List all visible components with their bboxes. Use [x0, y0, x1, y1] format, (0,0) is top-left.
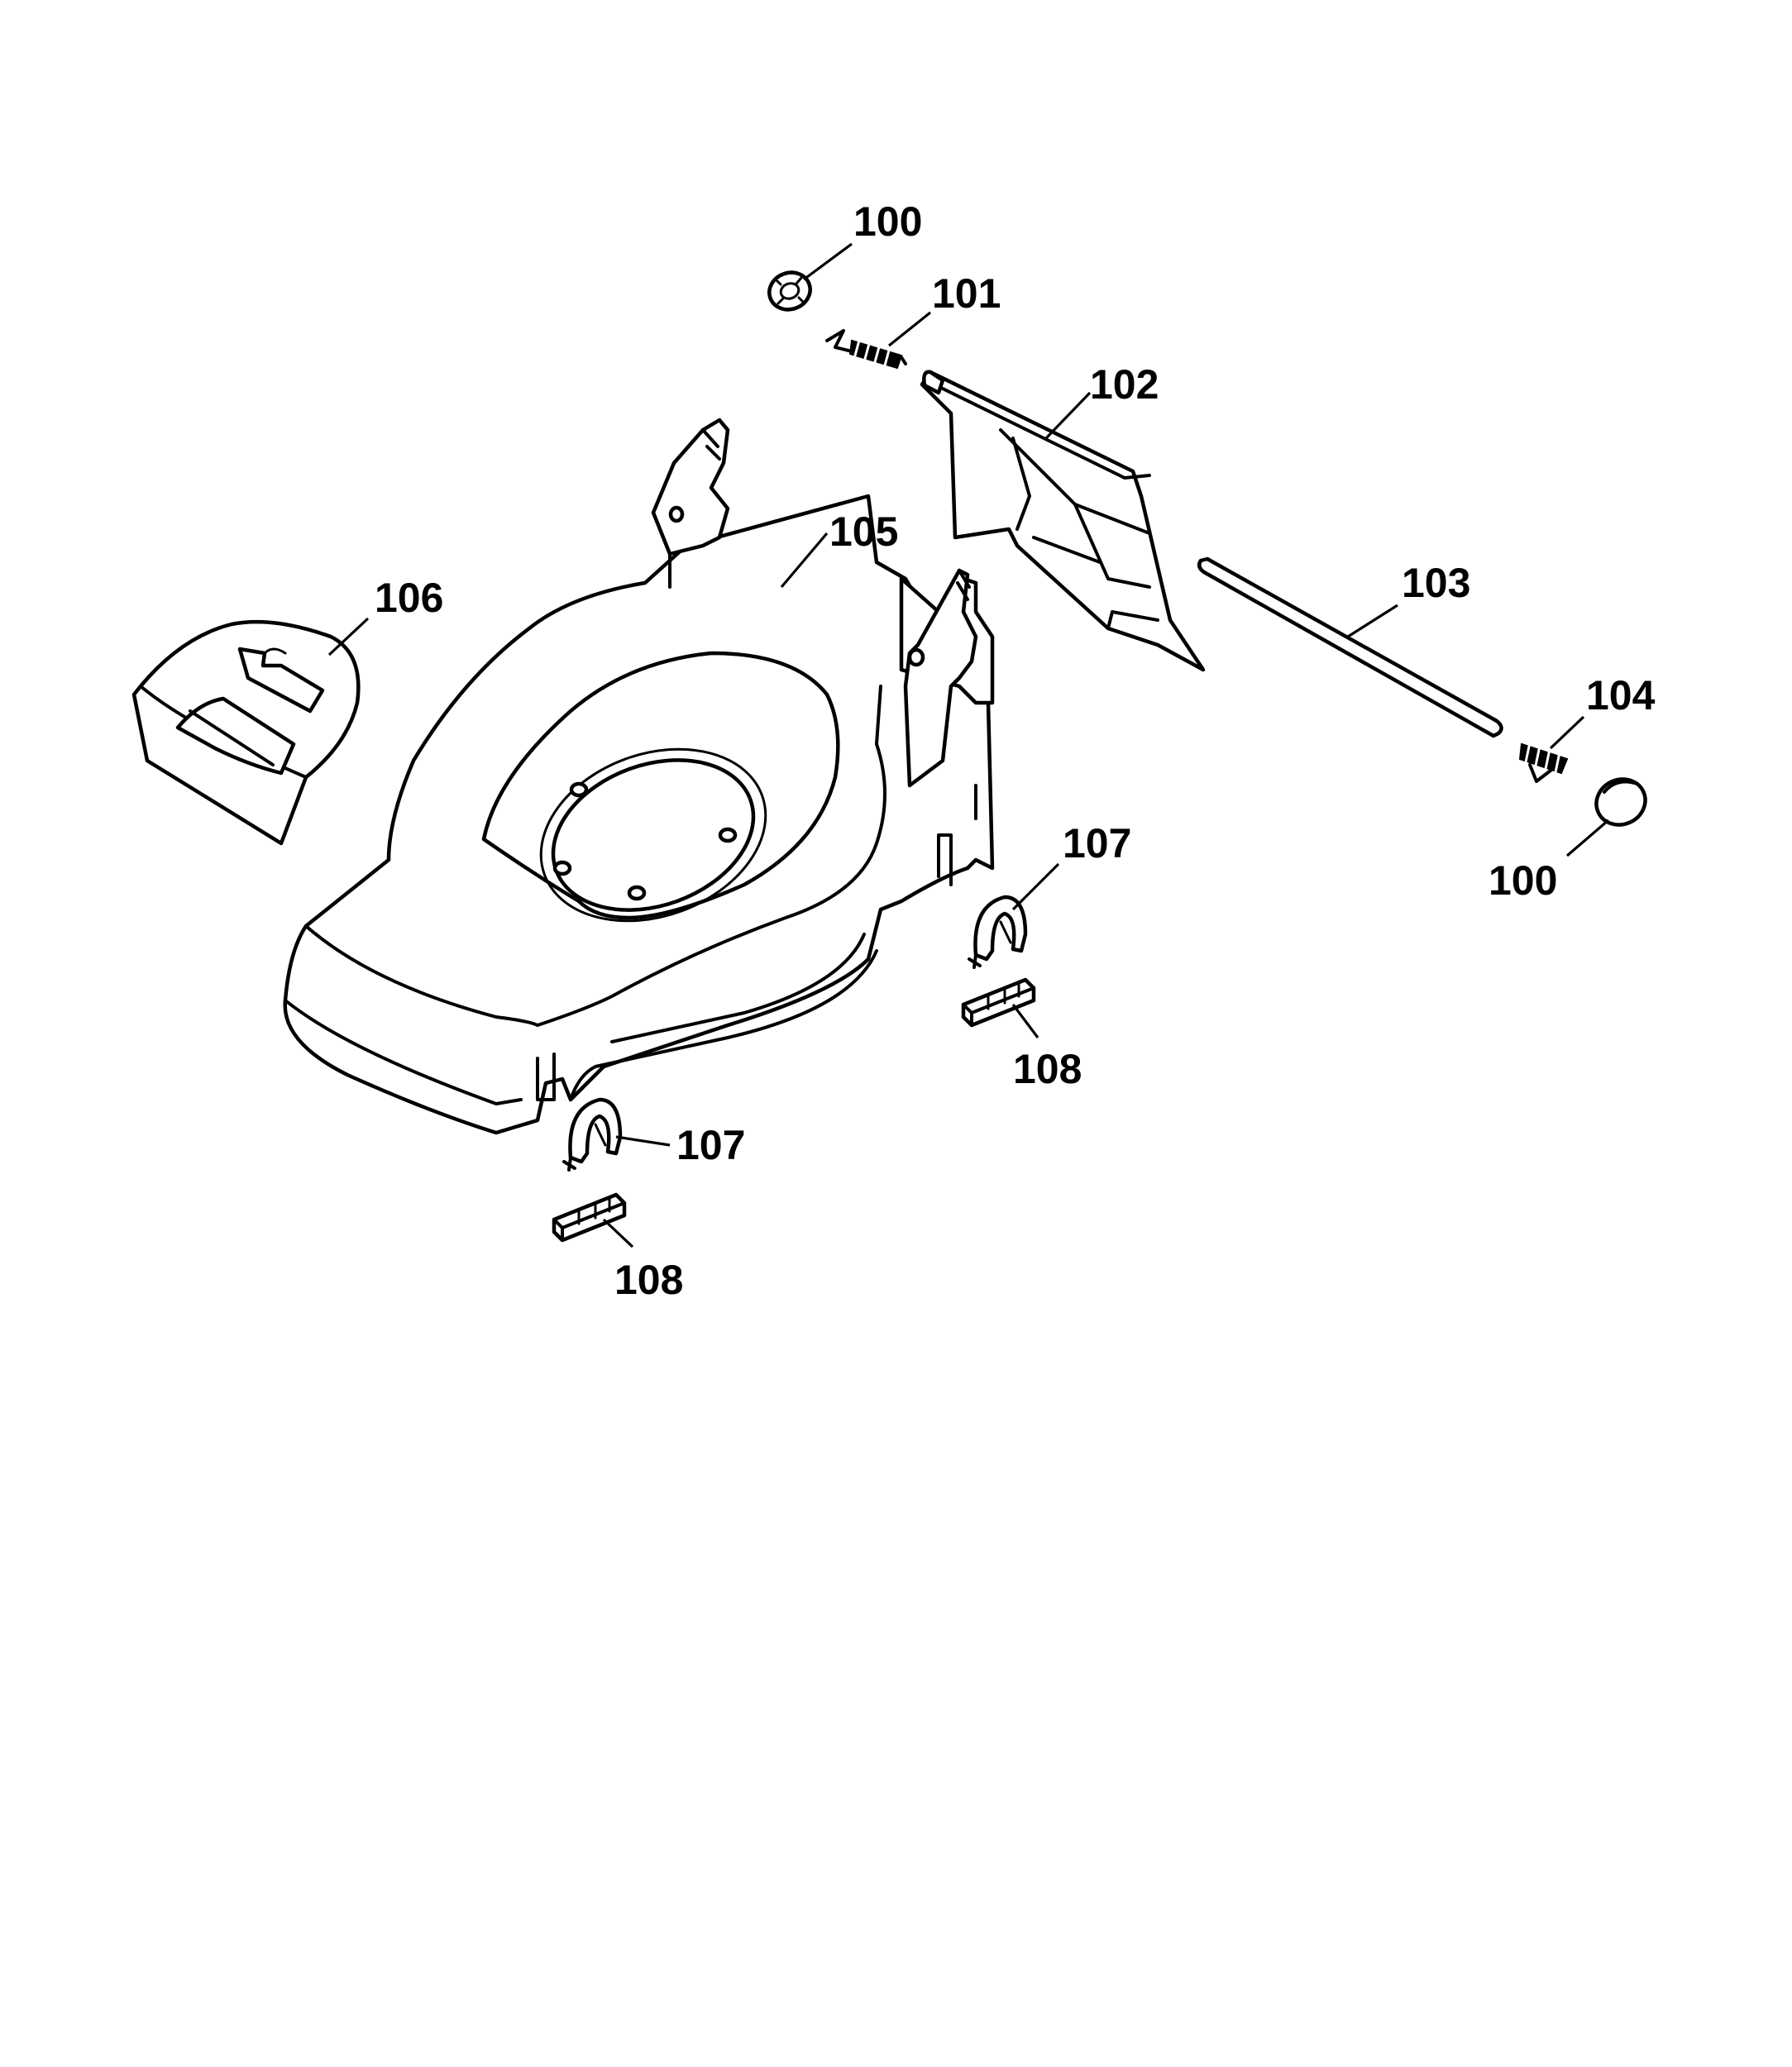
leader-106 [327, 617, 370, 656]
callout-100-bottom: 100 [1489, 857, 1557, 904]
callout-108-right: 108 [1013, 1046, 1082, 1092]
leader-101 [888, 311, 931, 347]
part-107-clip-right [968, 895, 1028, 969]
callout-100-top: 100 [853, 198, 922, 245]
leader-107-right [1011, 862, 1060, 911]
part-108-block-left [552, 1192, 627, 1243]
part-100-star-washer [767, 270, 812, 312]
part-105-deck [283, 418, 995, 1135]
part-104-spring [1518, 741, 1569, 783]
part-103-rod [1197, 556, 1503, 738]
part-100-cap [1594, 777, 1647, 827]
leader-107-left [615, 1135, 671, 1147]
leader-100-top [803, 242, 853, 281]
callout-107-right: 107 [1063, 820, 1131, 866]
leader-100-bottom [1565, 819, 1610, 857]
callout-104: 104 [1586, 672, 1656, 718]
part-102-rear-flap [920, 370, 1206, 672]
callout-103: 103 [1402, 560, 1470, 606]
leader-103 [1347, 604, 1398, 638]
part-101-spring [825, 329, 907, 370]
leader-102 [1044, 391, 1092, 440]
callout-105: 105 [829, 508, 898, 555]
callout-108-left: 108 [614, 1257, 683, 1303]
part-108-block-right [961, 977, 1036, 1028]
leader-lines [327, 242, 1610, 1248]
callout-107-left: 107 [676, 1122, 745, 1168]
callout-101: 101 [932, 270, 1001, 317]
callout-106: 106 [375, 575, 443, 621]
part-106-cover [131, 619, 361, 846]
leader-108-right [1011, 1004, 1039, 1038]
callout-102: 102 [1090, 361, 1159, 408]
part-107-clip-left [562, 1097, 623, 1172]
leader-105 [780, 532, 829, 589]
leader-108-left [602, 1218, 634, 1248]
leader-104 [1549, 715, 1585, 750]
callout-labels: 100 101 102 103 104 100 105 106 107 107 … [375, 198, 1656, 1303]
